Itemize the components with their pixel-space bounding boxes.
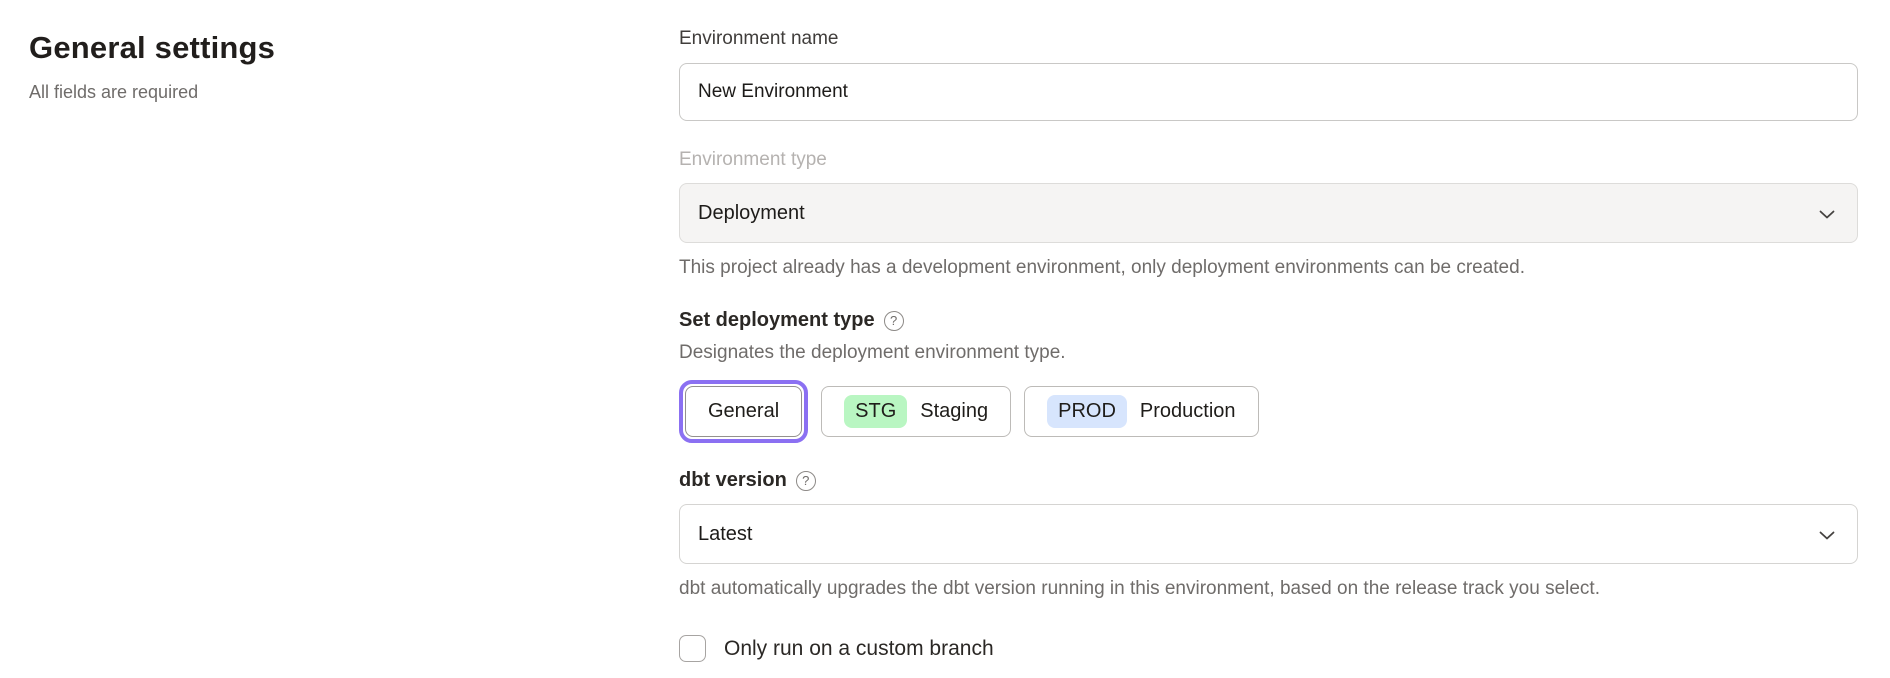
environment-type-value: Deployment	[698, 201, 805, 224]
environment-type-helper: This project already has a development e…	[679, 257, 1525, 278]
environment-name-label: Environment name	[679, 28, 839, 49]
page-subtitle: All fields are required	[29, 82, 199, 102]
deployment-type-options: General STG Staging PROD Production	[679, 380, 1858, 443]
chevron-down-icon	[1819, 202, 1835, 225]
environment-type-label: Environment type	[679, 149, 827, 170]
option-label: General	[708, 400, 780, 422]
option-label: Staging	[920, 400, 989, 422]
dbt-version-label: dbt version	[679, 469, 787, 491]
environment-settings-form: Environment name Environment type Deploy…	[679, 28, 1858, 662]
custom-branch-label: Only run on a custom branch	[724, 636, 994, 660]
deployment-type-label: Set deployment type	[679, 309, 875, 331]
settings-header: General settings All fields are required	[29, 30, 589, 103]
dbt-version-helper: dbt automatically upgrades the dbt versi…	[679, 578, 1600, 599]
environment-type-select: Deployment	[679, 183, 1858, 243]
dbt-version-value: Latest	[698, 522, 753, 545]
custom-branch-row: Only run on a custom branch	[679, 635, 1858, 662]
option-label: Production	[1139, 400, 1236, 422]
production-badge: PROD	[1047, 395, 1127, 428]
staging-badge: STG	[844, 395, 908, 428]
page-title: General settings	[29, 30, 276, 65]
help-icon[interactable]: ?	[795, 470, 816, 491]
deployment-type-option-staging[interactable]: STG Staging	[821, 386, 1012, 437]
environment-name-input[interactable]	[679, 63, 1858, 121]
chevron-down-icon	[1819, 523, 1835, 546]
deployment-type-helper: Designates the deployment environment ty…	[679, 342, 1066, 363]
deployment-type-option-production[interactable]: PROD Production	[1024, 386, 1259, 437]
selected-option-ring: General	[679, 380, 809, 443]
deployment-type-option-general[interactable]: General	[685, 386, 803, 437]
custom-branch-checkbox[interactable]	[679, 635, 706, 662]
dbt-version-select[interactable]: Latest	[679, 504, 1858, 564]
help-icon[interactable]: ?	[883, 310, 904, 331]
